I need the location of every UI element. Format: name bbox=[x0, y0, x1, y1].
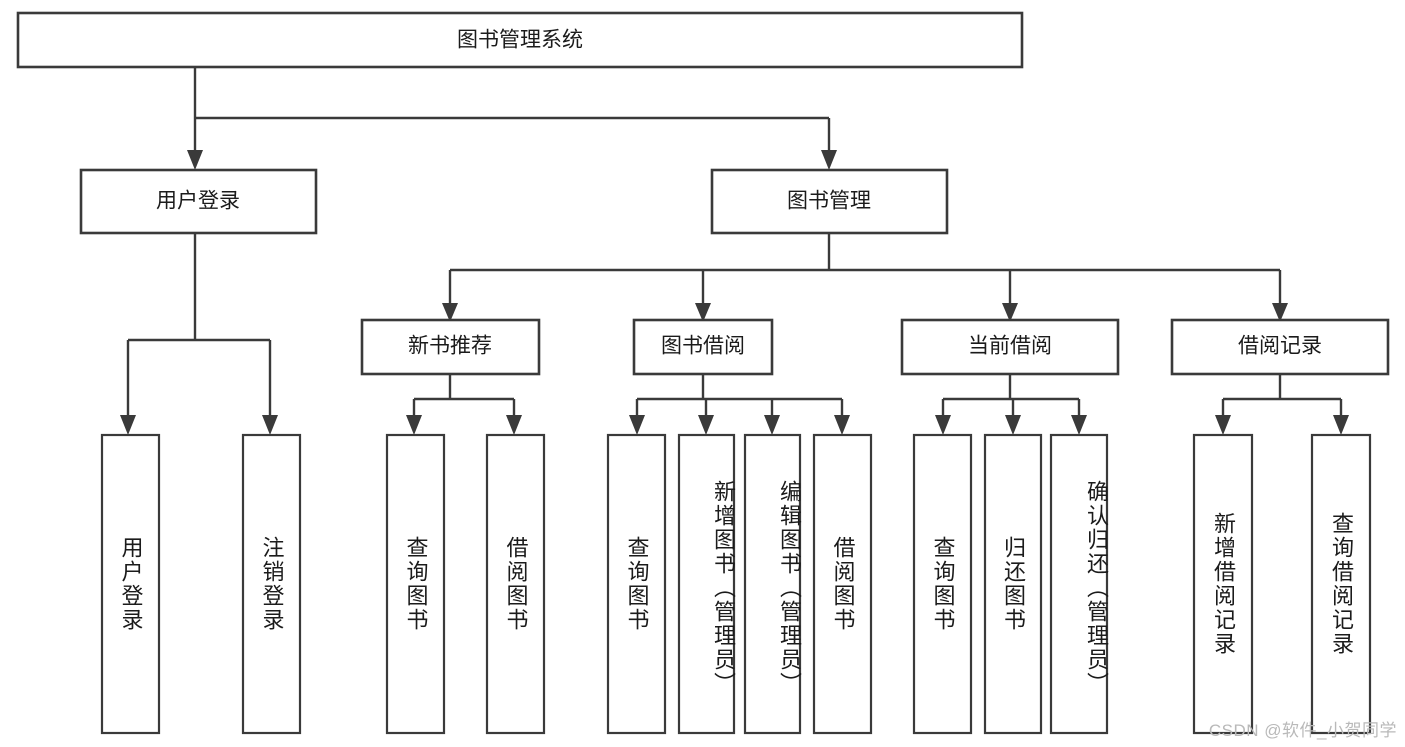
arrowhead-leaf-query-book-2 bbox=[629, 415, 645, 435]
node-root-box[interactable] bbox=[16, 11, 1024, 69]
node-new-book-recommend-box[interactable] bbox=[360, 318, 541, 376]
arrowhead-leaf-query-book-3 bbox=[935, 415, 951, 435]
node-borrow-record-box[interactable] bbox=[1170, 318, 1390, 376]
arrowhead-leaf-logout-login bbox=[262, 415, 278, 435]
leaf-return-book-box[interactable] bbox=[983, 433, 1043, 735]
arrowhead-leaf-confirm-return bbox=[1071, 415, 1087, 435]
arrowhead-borrow-record bbox=[1272, 303, 1288, 322]
leaf-confirm-return-box[interactable] bbox=[1049, 433, 1109, 735]
leaf-query-book-3-box[interactable] bbox=[912, 433, 973, 735]
arrowhead-leaf-user-login bbox=[120, 415, 136, 435]
arrowhead-leaf-borrow-book-2 bbox=[834, 415, 850, 435]
arrowhead-leaf-borrow-book-1 bbox=[506, 415, 522, 435]
node-book-management-label: 图书管理 bbox=[787, 190, 871, 213]
node-user-login-box[interactable] bbox=[79, 168, 318, 235]
leaf-logout-login-box[interactable] bbox=[241, 433, 302, 735]
arrowhead-leaf-return-book bbox=[1005, 415, 1021, 435]
node-current-borrow-box[interactable] bbox=[900, 318, 1120, 376]
edges-layer bbox=[120, 67, 1349, 435]
node-root-label: 图书管理系统 bbox=[457, 29, 583, 52]
arrowhead-book-borrow bbox=[695, 303, 711, 322]
leaf-edit-book-box[interactable] bbox=[743, 433, 802, 735]
arrowhead-leaf-add-book bbox=[698, 415, 714, 435]
arrowhead-user-login bbox=[187, 150, 203, 170]
node-book-borrow-label: 图书借阅 bbox=[661, 335, 745, 358]
leaf-add-book-box[interactable] bbox=[677, 433, 736, 735]
arrowhead-leaf-query-book-1 bbox=[406, 415, 422, 435]
arrowhead-leaf-add-record bbox=[1215, 415, 1231, 435]
node-book-management-box[interactable] bbox=[710, 168, 949, 235]
node-current-borrow[interactable]: 当前借阅 bbox=[900, 318, 1120, 376]
node-book-borrow-box[interactable] bbox=[632, 318, 774, 376]
node-user-login[interactable]: 用户登录 bbox=[79, 168, 318, 235]
node-current-borrow-label: 当前借阅 bbox=[968, 335, 1052, 358]
node-book-borrow[interactable]: 图书借阅 bbox=[632, 318, 774, 376]
leaf-query-book-2-box[interactable] bbox=[606, 433, 667, 735]
node-user-login-label: 用户登录 bbox=[156, 190, 240, 213]
node-borrow-record-label: 借阅记录 bbox=[1238, 335, 1322, 358]
node-root[interactable]: 图书管理系统 bbox=[16, 11, 1024, 69]
leaf-query-record-box[interactable] bbox=[1310, 433, 1372, 735]
nodes-layer: 图书管理系统 用户登录 图书管理 新书推荐 图书借阅 当前借阅 借阅记录 bbox=[16, 11, 1390, 735]
node-new-book-recommend[interactable]: 新书推荐 bbox=[360, 318, 541, 376]
arrowhead-leaf-edit-book bbox=[764, 415, 780, 435]
arrowhead-book-management bbox=[821, 150, 837, 170]
leaf-borrow-book-2-box[interactable] bbox=[812, 433, 873, 735]
arrowhead-current-borrow bbox=[1002, 303, 1018, 322]
leaf-borrow-book-1-box[interactable] bbox=[485, 433, 546, 735]
leaf-user-login-box[interactable] bbox=[100, 433, 161, 735]
leaf-query-book-1-box[interactable] bbox=[385, 433, 446, 735]
node-borrow-record[interactable]: 借阅记录 bbox=[1170, 318, 1390, 376]
leaf-add-record-box[interactable] bbox=[1192, 433, 1254, 735]
node-book-management[interactable]: 图书管理 bbox=[710, 168, 949, 235]
node-new-book-recommend-label: 新书推荐 bbox=[408, 335, 492, 358]
csdn-watermark: CSDN @软件_小贺同学 bbox=[1208, 721, 1397, 740]
arrowhead-leaf-query-record bbox=[1333, 415, 1349, 435]
arrowhead-new-book-recommend bbox=[442, 303, 458, 322]
